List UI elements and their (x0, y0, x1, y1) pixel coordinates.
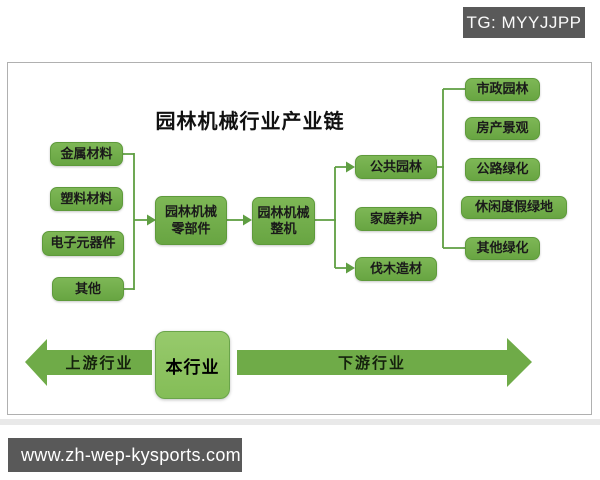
footer-url-bar: www.zh-wep-kysports.com (8, 438, 242, 472)
box-label: 公路绿化 (476, 161, 529, 177)
box-realestate-landscape: 房产景观 (465, 117, 540, 140)
box-garden-machine-complete: 园林机械 整机 (252, 197, 315, 245)
box-label: 伐木造材 (369, 260, 422, 276)
box-municipal-garden: 市政园林 (465, 78, 540, 101)
box-logging-timber: 伐木造材 (355, 257, 437, 281)
box-metal-materials: 金属材料 (50, 142, 123, 166)
box-other-materials: 其他 (52, 277, 124, 301)
diagram-title: 园林机械行业产业链 (155, 111, 345, 133)
box-label: 塑料材料 (60, 190, 113, 206)
downstream-industry-label: 下游行业 (337, 355, 406, 372)
box-label-line1: 园林机械 (164, 204, 217, 220)
box-label-line2: 零部件 (171, 220, 211, 236)
box-label: 家庭养护 (369, 210, 422, 226)
box-garden-machine-parts: 园林机械 零部件 (155, 196, 227, 245)
box-public-garden: 公共园林 (355, 155, 437, 179)
upstream-industry-label: 上游行业 (65, 355, 134, 372)
box-label: 其他 (74, 280, 101, 296)
box-label: 休闲度假绿地 (474, 199, 553, 215)
box-leisure-resort-greenspace: 休闲度假绿地 (461, 196, 567, 219)
box-other-greening: 其他绿化 (465, 237, 540, 260)
bottom-divider (0, 419, 600, 425)
current-industry-box: 本行业 (155, 331, 230, 399)
box-label-line1: 园林机械 (257, 204, 310, 220)
box-label: 公共园林 (369, 158, 422, 174)
footer-url: www.zh-wep-kysports.com (21, 444, 241, 465)
box-highway-greening: 公路绿化 (465, 158, 540, 181)
tg-watermark-badge: TG: MYYJJPP (463, 7, 585, 38)
box-plastic-materials: 塑料材料 (50, 187, 123, 211)
box-label: 电子元器件 (50, 235, 116, 251)
box-label: 房产景观 (476, 120, 529, 136)
box-label: 其他绿化 (476, 240, 529, 256)
box-home-care: 家庭养护 (355, 207, 437, 231)
box-label-line2: 整机 (270, 221, 297, 236)
box-label: 金属材料 (60, 145, 113, 161)
box-electronic-components: 电子元器件 (42, 231, 124, 256)
box-label: 市政园林 (476, 81, 529, 97)
